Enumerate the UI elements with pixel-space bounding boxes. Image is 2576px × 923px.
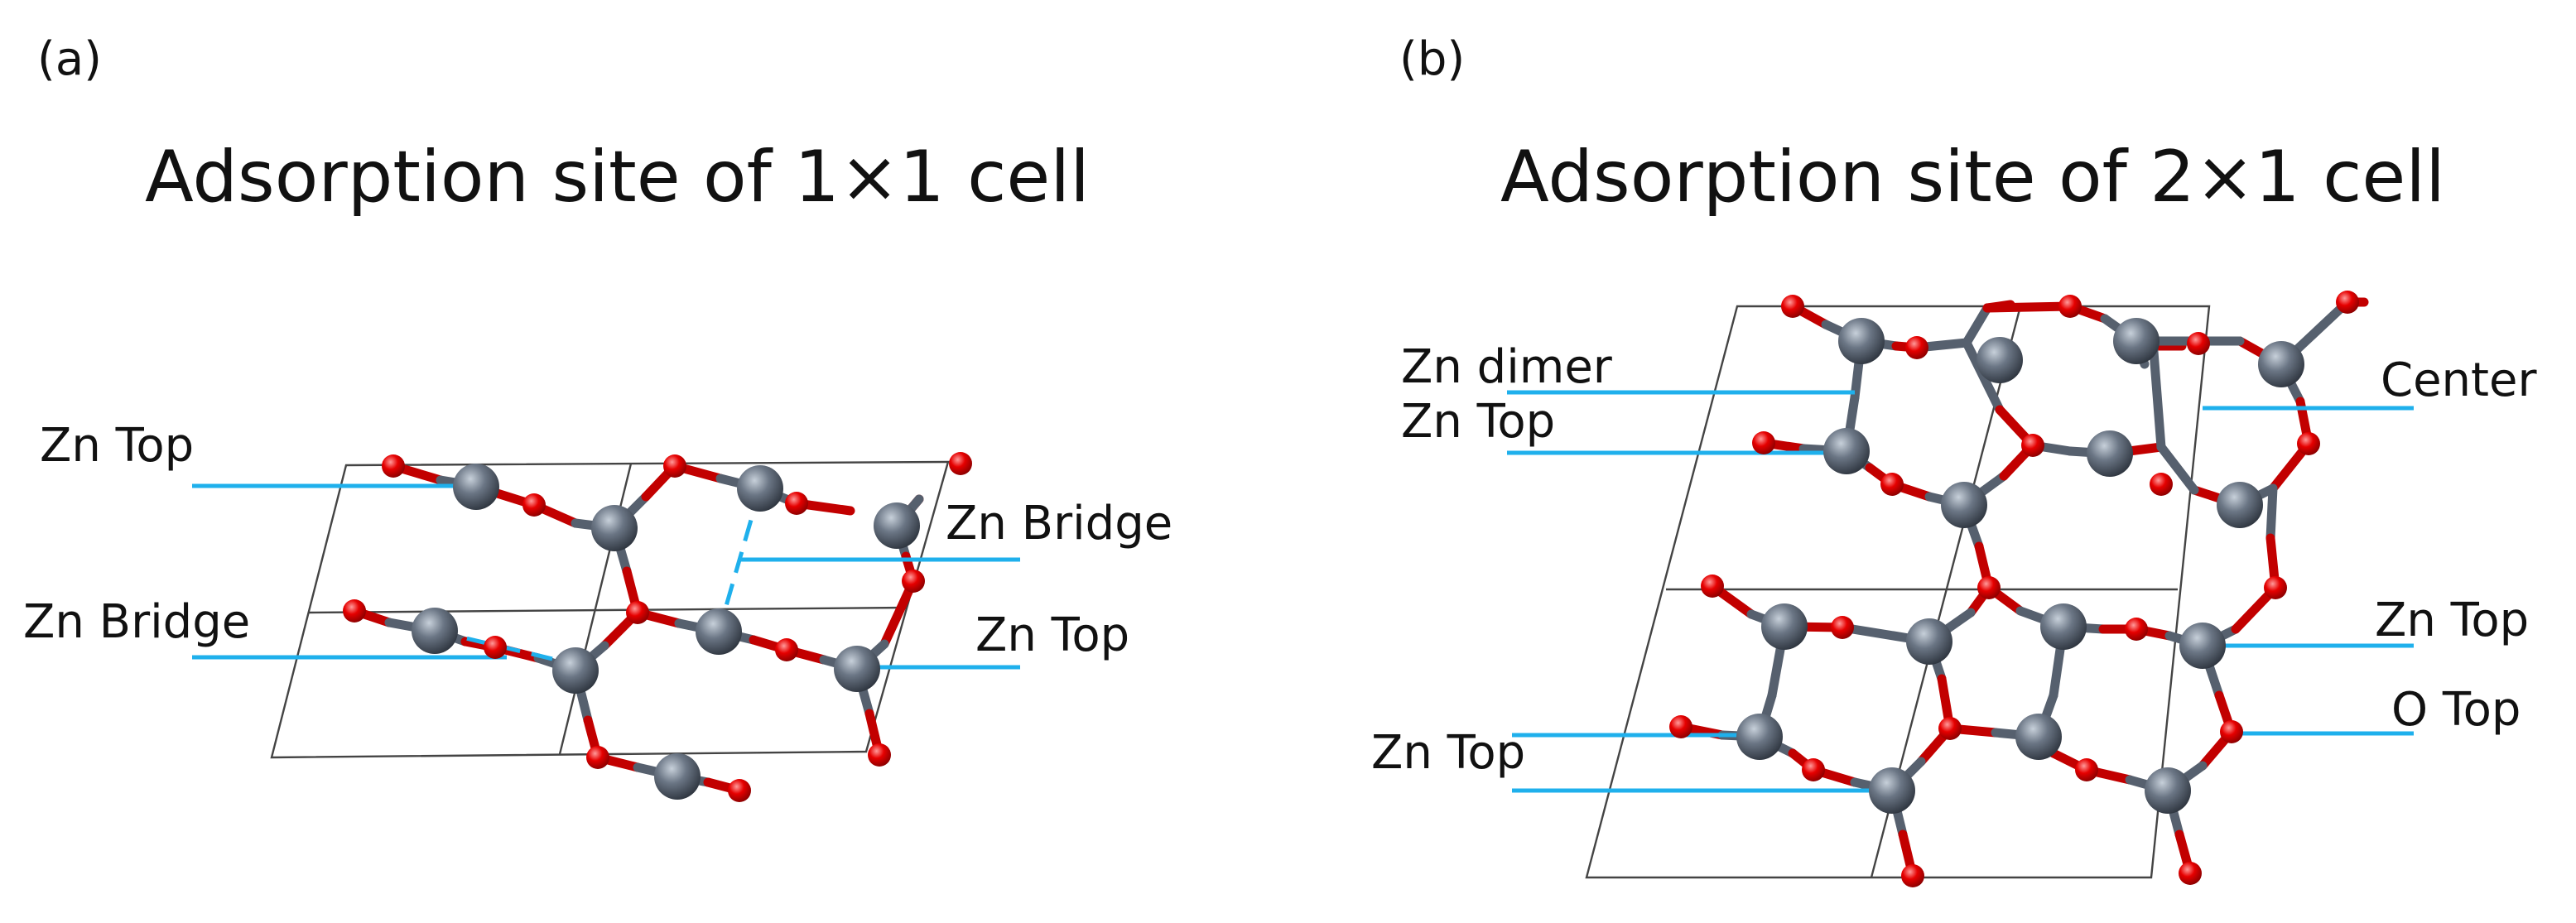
zinc-atom	[412, 608, 458, 654]
oxygen-atom	[2264, 576, 2287, 599]
panel-a-atoms	[343, 452, 972, 802]
bridge-dash	[434, 628, 564, 664]
oxygen-atom	[2336, 291, 2359, 314]
oxygen-atom	[2021, 434, 2044, 457]
zinc-atom	[737, 465, 783, 512]
zinc-atom	[1869, 767, 1915, 814]
zinc-atom	[1941, 482, 1987, 528]
oxygen-atom	[343, 599, 366, 623]
oxygen-atom	[728, 779, 751, 802]
cell-divider	[307, 606, 908, 614]
zinc-atom	[2258, 341, 2304, 387]
site-label-zn-top: Zn Top	[40, 419, 194, 473]
panel-a-leaders	[192, 483, 1020, 670]
oxygen-atom	[1901, 864, 1924, 887]
panel-b: (b) Adsorption site of 2×1 cell	[1371, 32, 2537, 887]
site-label-zn-bridge: Zn Bridge	[23, 595, 250, 649]
site-label-o-top: O Top	[2391, 683, 2521, 737]
zinc-atom	[834, 646, 880, 692]
zinc-atom	[2145, 767, 2191, 814]
oxygen-atom	[484, 636, 507, 659]
site-label-zn-top: Zn Top	[975, 608, 1129, 662]
oxygen-atom	[1802, 758, 1825, 781]
zinc-atom	[1761, 603, 1808, 650]
oxygen-atom	[2058, 295, 2082, 318]
panel-b-leaders	[1507, 390, 2414, 793]
cell-outline	[270, 460, 950, 759]
oxygen-atom	[586, 746, 609, 769]
panel-a: (a) Adsorption site of 1×1 cell	[23, 32, 1172, 802]
site-label-zn-top: Zn Top	[1401, 395, 1555, 449]
oxygen-atom	[2220, 720, 2243, 743]
site-label-zn-dimer: Zn dimer	[1401, 340, 1613, 394]
site-label-center: Center	[2381, 353, 2537, 407]
oxygen-atom	[1905, 336, 1928, 359]
zinc-atom	[696, 608, 742, 655]
panel-b-atoms	[1669, 291, 2359, 887]
oxygen-atom	[663, 454, 686, 478]
oxygen-atom	[785, 492, 808, 515]
zinc-atom	[2015, 714, 2062, 760]
zinc-atom	[1823, 428, 1870, 474]
zinc-atom	[2087, 430, 2133, 477]
zinc-atom	[2217, 482, 2263, 528]
oxygen-atom	[1701, 574, 1724, 598]
zinc-atom	[654, 753, 701, 800]
site-label-zn-bridge: Zn Bridge	[946, 497, 1172, 550]
oxygen-atom	[1880, 473, 1904, 496]
oxygen-atom	[775, 638, 798, 661]
oxygen-atom	[902, 570, 925, 593]
oxygen-atom	[2150, 473, 2173, 496]
zinc-atom	[2040, 603, 2087, 650]
zinc-atom	[1736, 714, 1783, 760]
oxygen-atom	[868, 743, 891, 767]
oxygen-atom	[1669, 715, 1692, 738]
zinc-atom	[2179, 623, 2226, 669]
site-label-zn-top: Zn Top	[1371, 726, 1525, 780]
oxygen-atom	[949, 452, 972, 475]
oxygen-atom	[382, 454, 405, 478]
bridge-dash	[716, 488, 763, 632]
oxygen-atom	[1781, 295, 1804, 318]
oxygen-atom	[2125, 618, 2148, 641]
oxygen-atom	[1831, 616, 1854, 639]
zinc-atom	[874, 502, 920, 549]
oxygen-atom	[1752, 431, 1775, 454]
site-label-zn-top: Zn Top	[2375, 594, 2529, 647]
zinc-atom	[1838, 318, 1885, 364]
panel-a-title: Adsorption site of 1×1 cell	[145, 136, 1090, 219]
oxygen-atom	[2075, 758, 2098, 781]
oxygen-atom	[522, 493, 546, 517]
panel-b-label: (b)	[1399, 32, 1465, 86]
oxygen-atom	[2187, 332, 2210, 355]
zinc-atom	[1977, 337, 2023, 383]
zinc-atom	[1906, 618, 1952, 665]
panel-b-title: Adsorption site of 2×1 cell	[1500, 136, 2445, 219]
oxygen-atom	[626, 601, 649, 624]
zinc-atom	[552, 647, 599, 694]
oxygen-atom	[1938, 717, 1962, 740]
zinc-atom	[591, 505, 638, 551]
oxygen-atom	[2297, 432, 2320, 455]
zinc-atom	[453, 464, 499, 510]
zinc-atom	[2113, 318, 2160, 364]
oxygen-atom	[1977, 576, 2001, 599]
panel-a-label: (a)	[37, 32, 102, 86]
oxygen-atom	[2179, 862, 2202, 885]
